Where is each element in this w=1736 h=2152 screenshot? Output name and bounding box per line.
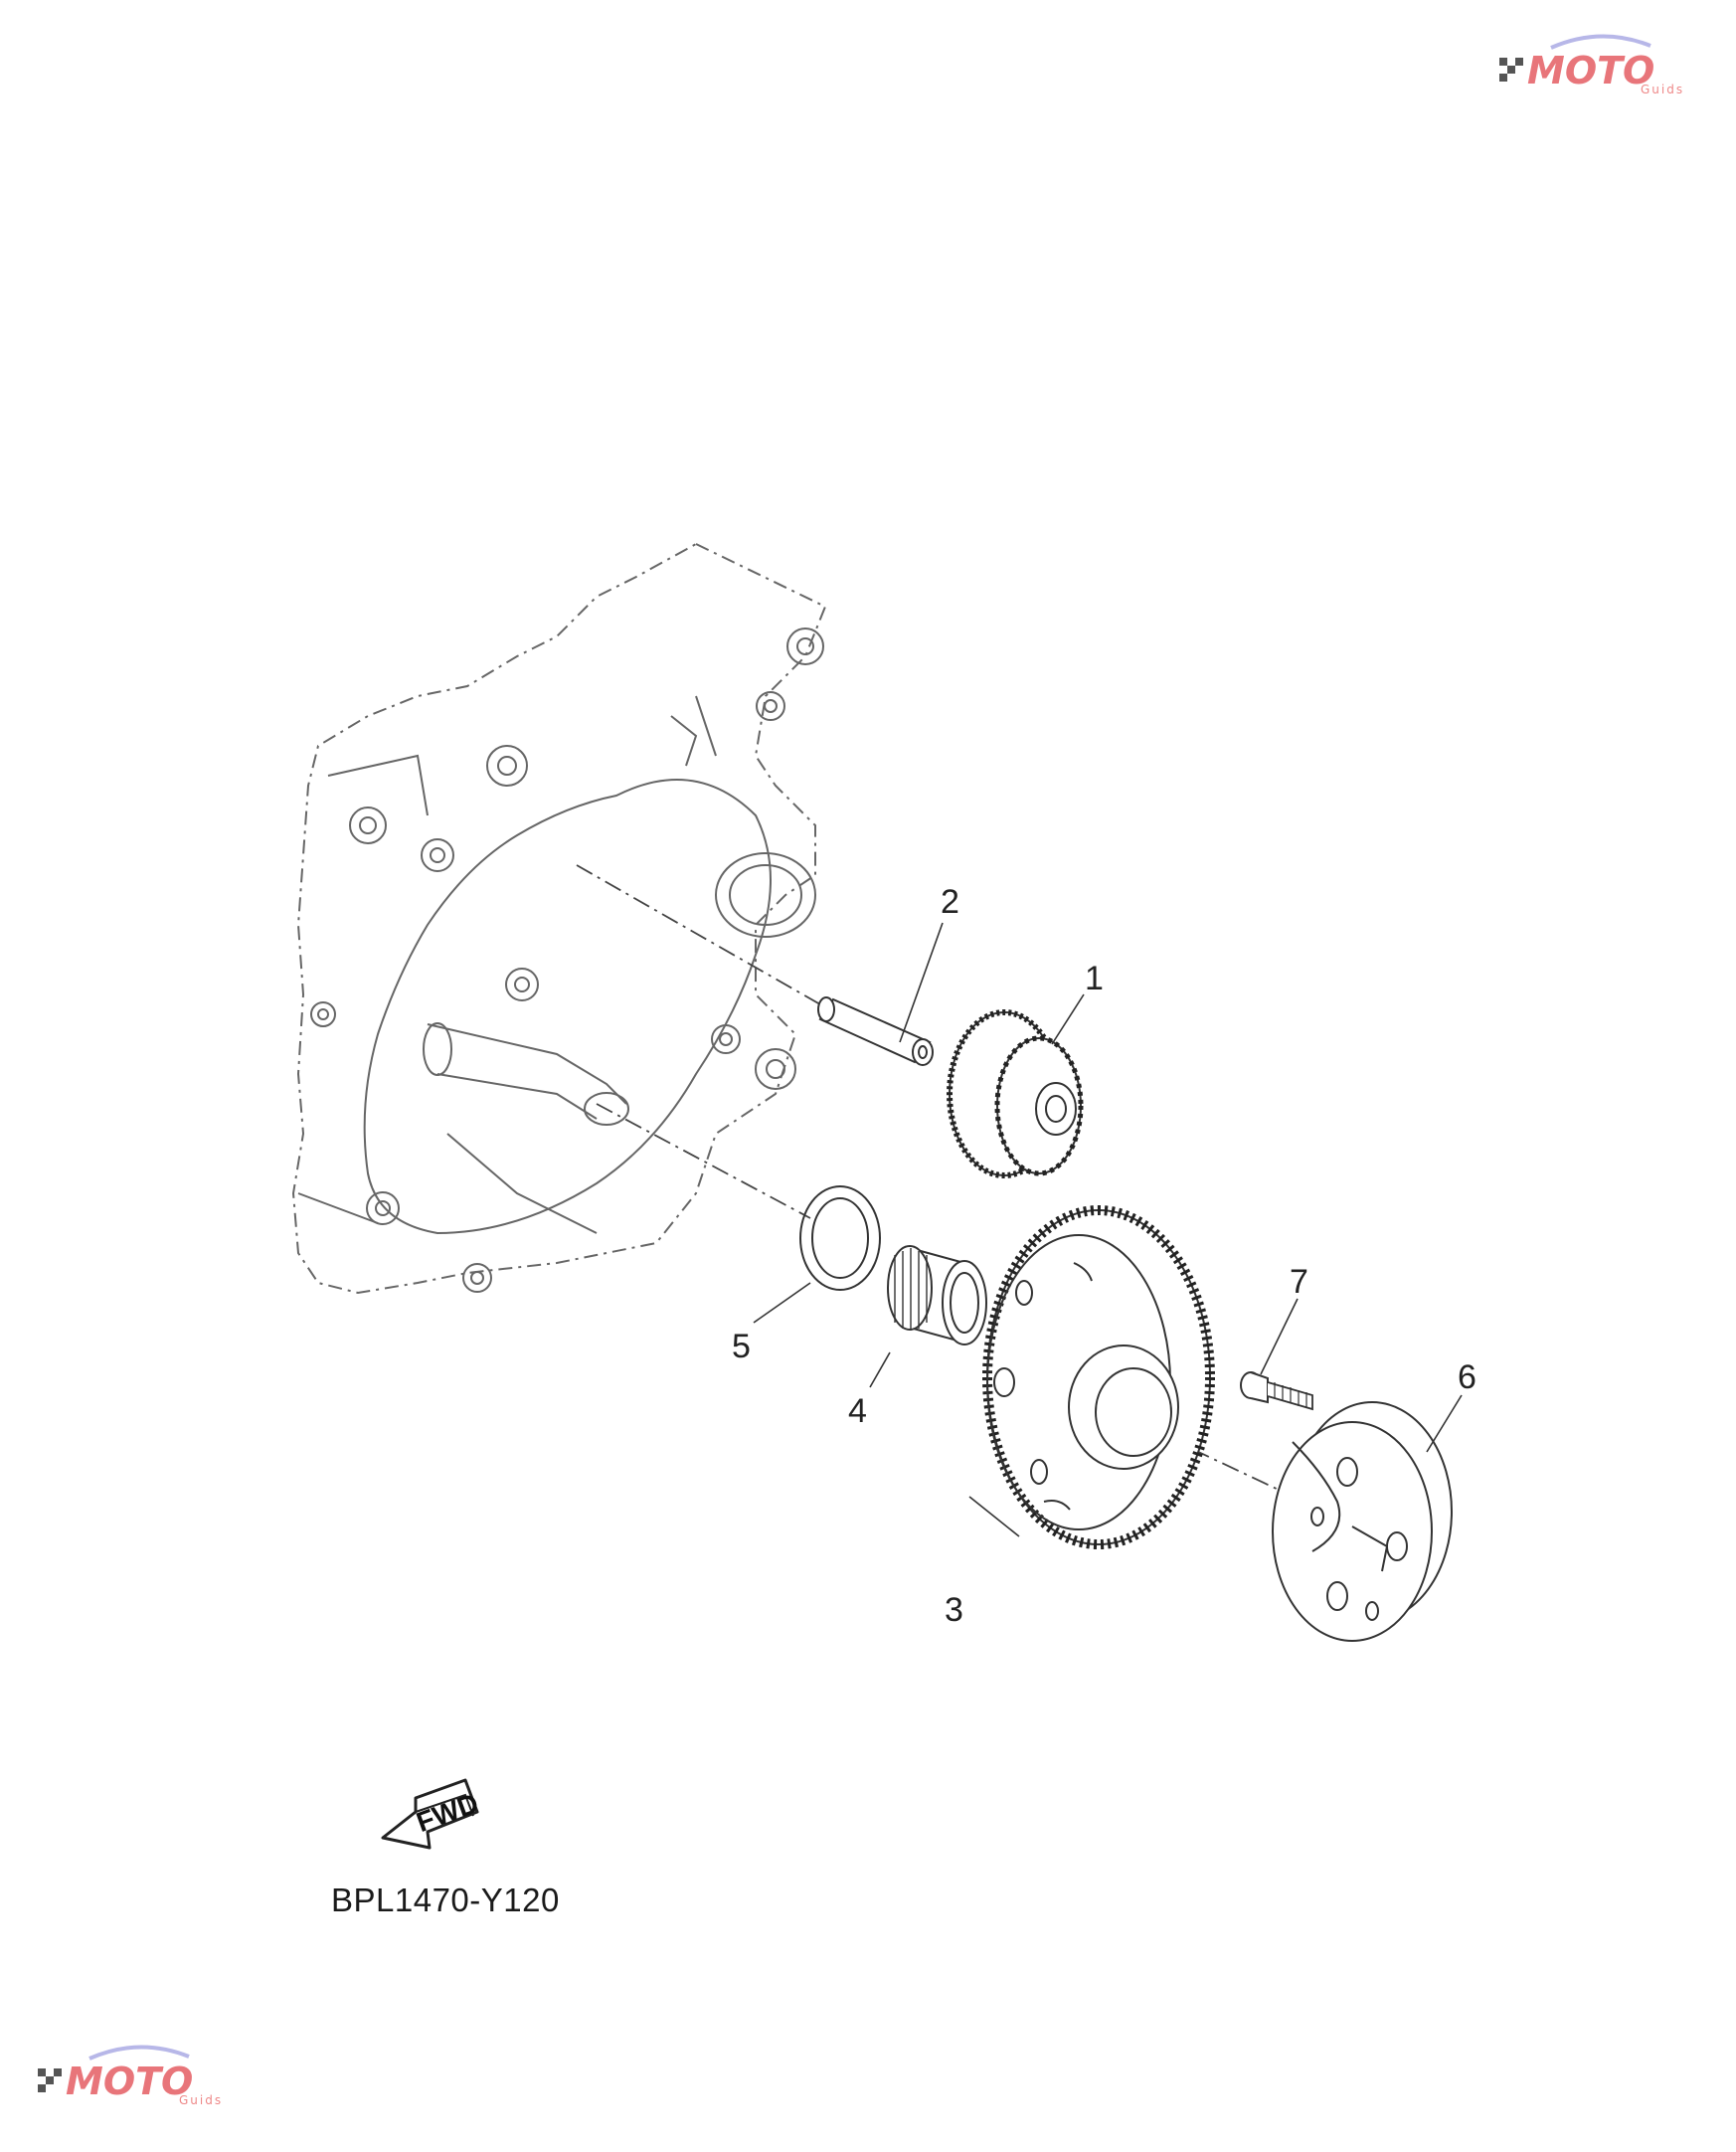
part-4-needle-bearing xyxy=(887,1245,987,1345)
crankcase-outline xyxy=(291,542,827,1295)
part-3-starter-gear xyxy=(982,1205,1215,1549)
callout-3: 3 xyxy=(945,1591,963,1629)
part-6-one-way-clutch xyxy=(1272,1401,1453,1642)
callout-1: 1 xyxy=(1085,960,1104,997)
forward-arrow-icon: FWD xyxy=(381,1778,482,1850)
callout-5: 5 xyxy=(732,1328,751,1365)
part-5-washer xyxy=(799,1185,881,1291)
logo-swoosh xyxy=(1550,34,1651,50)
callout-6: 6 xyxy=(1458,1358,1476,1396)
callout-4: 4 xyxy=(848,1392,867,1430)
part-1-idler-gear xyxy=(947,1009,1084,1178)
logo-brand: MOTO xyxy=(66,2060,193,2103)
watermark-logo-top: MOTO Guids xyxy=(1499,34,1684,96)
part-2-shaft xyxy=(817,996,934,1066)
logo-sub: Guids xyxy=(179,2093,223,2107)
leader-lines xyxy=(753,922,1463,1537)
logo-brand: MOTO xyxy=(1527,49,1654,92)
callout-7: 7 xyxy=(1290,1263,1308,1301)
drawing-code: BPL1470-Y120 xyxy=(331,1882,560,1918)
part-7-bolt xyxy=(1240,1371,1313,1411)
logo-sub: Guids xyxy=(1641,83,1684,96)
watermark-logo-bottom: MOTO Guids xyxy=(38,2045,223,2107)
callout-2: 2 xyxy=(941,883,959,921)
